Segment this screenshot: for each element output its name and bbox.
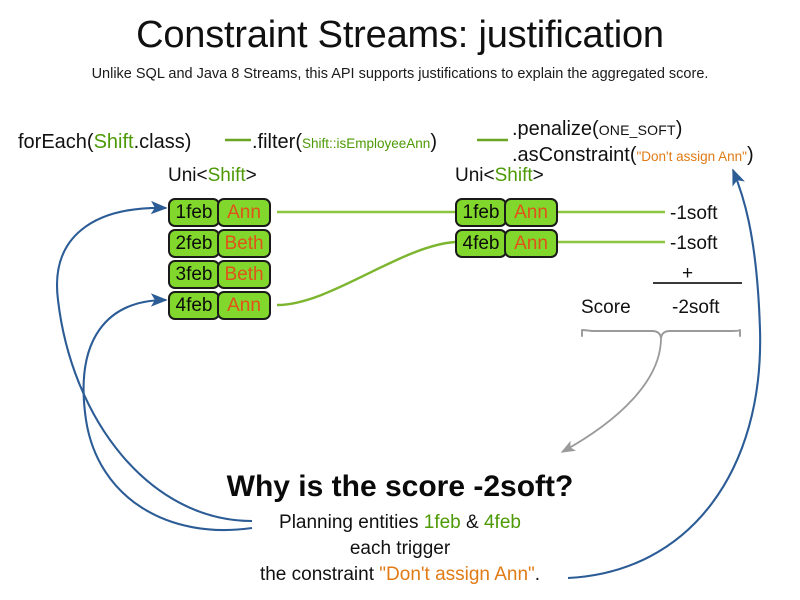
explanation-line-3: the constraint "Don't assign Ann". [0,564,800,586]
fact-date: 4feb [168,291,220,320]
sum-operator: + [682,263,694,284]
pipeline-penalize-call: .penalize(ONE_SOFT) [512,118,682,141]
fact-employee: Ann [504,229,558,258]
page-title: Constraint Streams: justification [136,14,664,56]
explanation-constraint-prefix: the constraint [259,564,380,585]
fact-date: 1feb [455,198,507,227]
fact-employee: Ann [217,291,271,320]
explanation-entity-1feb: 1feb [423,512,461,533]
explanation-prefix: Planning entities [279,512,424,533]
filter-arg: Shift::isEmployeeAnn [302,136,431,151]
explanation-line-2: each trigger [349,538,451,559]
penalize-suffix: ) [675,118,683,140]
left-stream-caption: Uni<Shift> [168,165,257,187]
why-heading: Why is the score -2soft? [226,470,574,503]
score-label: Score [581,297,631,318]
pipeline-filter-call: .filter(Shift::isEmployeeAnn) [252,131,437,154]
pipeline-asconstraint-call: .asConstraint("Don't assign Ann") [512,144,754,167]
score-brace [581,329,741,339]
left-caption-suffix: > [245,165,257,186]
foreach-prefix: forEach( [18,131,94,153]
fact-date: 4feb [455,229,507,258]
table-row[interactable]: 4feb Ann [168,291,271,320]
penalize-prefix: .penalize( [512,118,599,140]
table-row[interactable]: 4feb Ann [455,229,558,258]
table-row[interactable]: 1feb Ann [168,198,271,227]
score-total: -2soft [672,297,720,318]
right-stream-caption: Uni<Shift> [455,165,544,187]
fact-date: 2feb [168,229,220,258]
asconstraint-arg: "Don't assign Ann" [636,149,747,164]
table-row[interactable]: 3feb Beth [168,260,271,289]
explanation-amp: & [460,512,484,533]
fact-employee: Ann [217,198,271,227]
fact-employee: Ann [504,198,558,227]
explanation-constraint-suffix: . [534,564,541,585]
explanation-line-1: Planning entities 1feb & 4feb [0,512,800,534]
asconstraint-prefix: .asConstraint( [512,144,637,166]
match-score-2: -1soft [670,233,718,254]
asconstraint-suffix: ) [746,144,754,166]
connector-4feb [276,240,456,307]
filter-suffix: ) [430,131,437,153]
foreach-type: Shift [93,131,134,153]
penalize-arg: ONE_SOFT [598,122,676,138]
fact-employee: Beth [217,229,271,258]
match-score-1: -1soft [670,203,718,224]
right-caption-type: Shift [494,165,533,186]
table-row[interactable]: 1feb Ann [455,198,558,227]
left-caption-type: Shift [207,165,246,186]
fact-employee: Beth [217,260,271,289]
table-row[interactable]: 2feb Beth [168,229,271,258]
explanation-constraint-name: "Don't assign Ann" [379,564,535,585]
fact-date: 3feb [168,260,220,289]
pipeline-foreach-call: forEach(Shift.class) [18,131,191,154]
explanation-entity-4feb: 4feb [483,512,521,533]
fact-date: 1feb [168,198,220,227]
filter-prefix: .filter( [252,131,302,153]
foreach-suffix: .class) [133,131,192,153]
right-caption-suffix: > [532,165,544,186]
page-subtitle: Unlike SQL and Java 8 Streams, this API … [91,66,709,82]
right-caption-prefix: Uni< [455,165,495,186]
left-caption-prefix: Uni< [168,165,208,186]
arrow-brace-to-why [560,337,662,453]
